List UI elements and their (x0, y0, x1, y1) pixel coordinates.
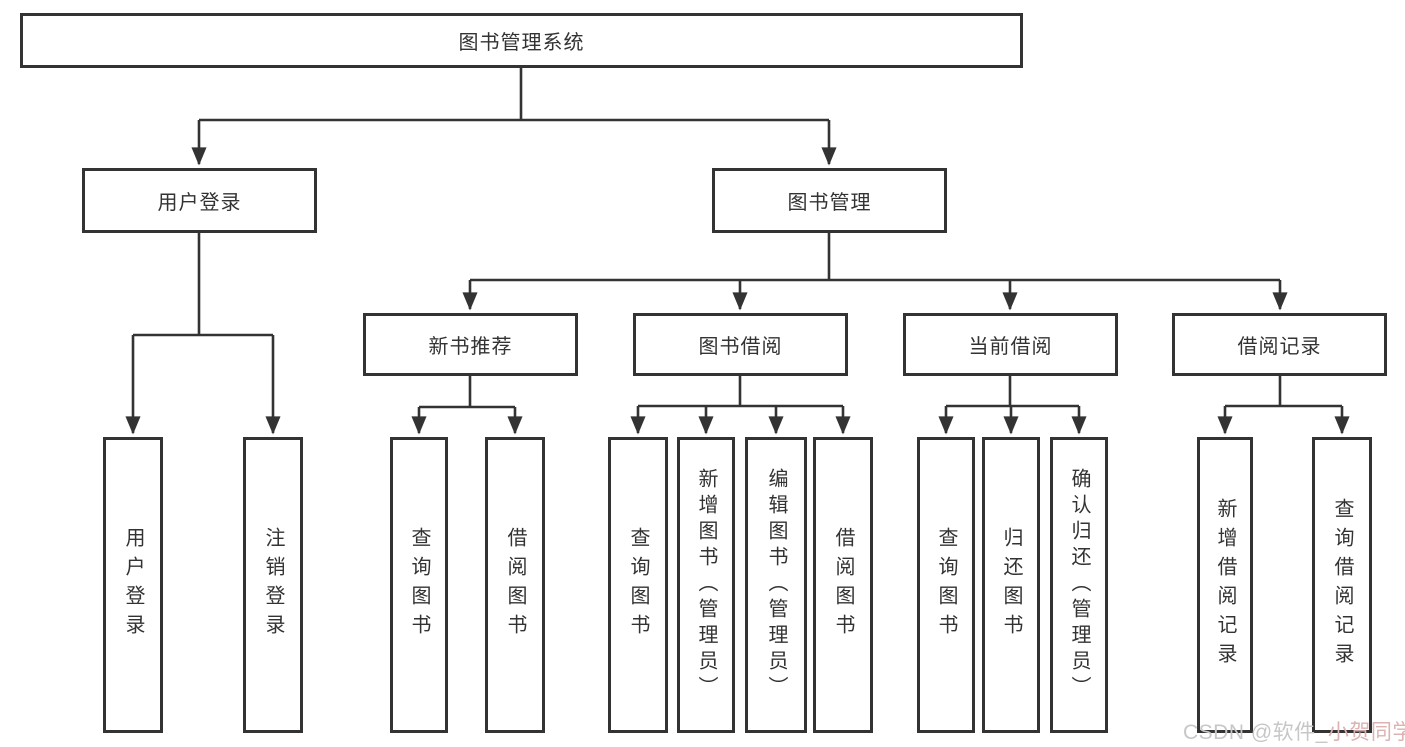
node-borrowing-records: 借阅记录 (1172, 313, 1387, 376)
node-label: 借阅图书 (832, 527, 854, 643)
node-label: 图书管理系统 (458, 32, 585, 54)
node-label: 查询借阅记录 (1331, 498, 1353, 672)
node-label: 图书管理 (787, 192, 872, 214)
node-user-login: 用户登录 (82, 168, 317, 233)
node-label: 借阅记录 (1237, 336, 1322, 358)
node-label: 新书推荐 (428, 336, 513, 358)
node-book-borrowing: 图书借阅 (633, 313, 848, 376)
leaf-query-borrow-record: 查询借阅记录 (1312, 437, 1372, 733)
leaf-user-login: 用户登录 (103, 437, 163, 733)
csdn-watermark: CSDN @软件_小贺同学 (1183, 716, 1405, 746)
watermark-gray-text: CSDN @软件_ (1183, 721, 1328, 744)
leaf-borrow-books-recommend: 借阅图书 (485, 437, 545, 733)
node-label: 图书借阅 (698, 336, 783, 358)
node-label: 用户登录 (157, 192, 242, 214)
node-label: 用户登录 (122, 527, 144, 643)
leaf-query-books-recommend: 查询图书 (390, 437, 448, 733)
leaf-add-borrow-record: 新增借阅记录 (1197, 437, 1253, 733)
node-root-book-management-system: 图书管理系统 (20, 13, 1023, 68)
node-label: 借阅图书 (504, 527, 526, 643)
node-label: 新增借阅记录 (1214, 498, 1236, 672)
node-label: 注销登录 (262, 527, 284, 643)
node-label: 查询图书 (935, 527, 957, 643)
node-label: 当前借阅 (968, 336, 1053, 358)
leaf-borrow-books-borrowing: 借阅图书 (813, 437, 873, 733)
watermark-pink-text: 小贺同学 (1327, 721, 1405, 744)
node-label: 查询图书 (408, 527, 430, 643)
node-current-borrowing: 当前借阅 (903, 313, 1118, 376)
node-label: 查询图书 (627, 527, 649, 643)
node-label: 归还图书 (1000, 527, 1022, 643)
leaf-query-books-borrowing: 查询图书 (608, 437, 668, 733)
leaf-logout: 注销登录 (243, 437, 303, 733)
leaf-add-books-admin: 新增图书（管理员） (677, 437, 735, 733)
leaf-return-books: 归还图书 (982, 437, 1040, 733)
node-book-management: 图书管理 (712, 168, 947, 233)
leaf-query-books-current: 查询图书 (917, 437, 975, 733)
node-label: 确认归还（管理员） (1068, 468, 1090, 702)
leaf-confirm-return-admin: 确认归还（管理员） (1050, 437, 1108, 733)
node-label: 编辑图书（管理员） (765, 468, 787, 702)
node-new-book-recommendation: 新书推荐 (363, 313, 578, 376)
node-label: 新增图书（管理员） (695, 468, 717, 702)
leaf-edit-books-admin: 编辑图书（管理员） (745, 437, 807, 733)
